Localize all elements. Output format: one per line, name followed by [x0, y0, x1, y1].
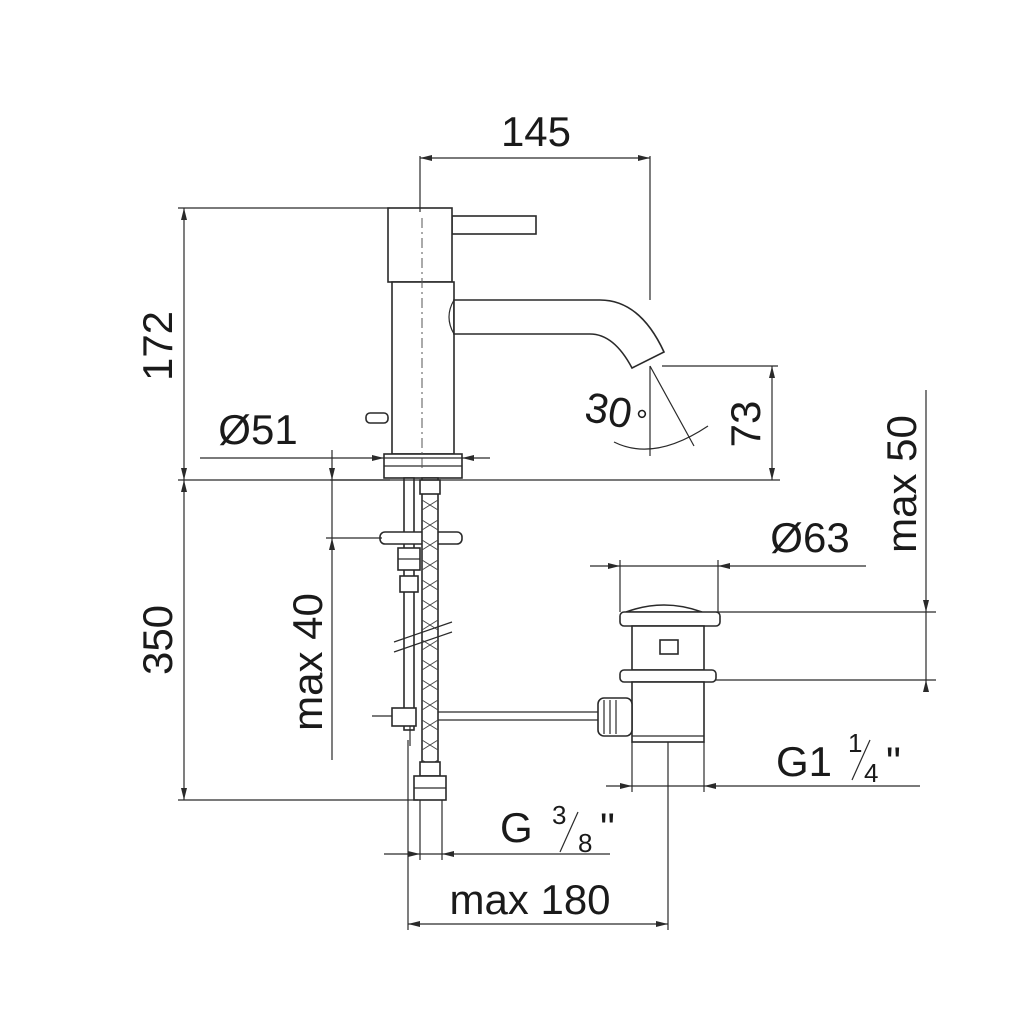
- dim-supply-thread: G 3 8 ": [500, 800, 615, 858]
- linkage-clamp: [391, 707, 417, 727]
- hose-top-fitting: [419, 479, 441, 495]
- fixing-washer: [379, 531, 463, 545]
- dimension-lines: [178, 155, 936, 930]
- svg-text:G1: G1: [776, 738, 832, 785]
- popup-rod-knob: [365, 412, 389, 424]
- svg-text:4: 4: [864, 758, 878, 788]
- dim-overall-height: 172: [134, 311, 181, 381]
- cartridge-housing: [387, 207, 453, 283]
- dim-base-diameter: Ø51: [218, 406, 297, 453]
- drain-linkage-fitting: [597, 697, 633, 737]
- dim-deck-thickness-max: max 50: [878, 415, 925, 553]
- svg-text:G: G: [500, 804, 533, 851]
- svg-text:8: 8: [578, 828, 592, 858]
- dim-spout-angle: 30°: [582, 383, 652, 440]
- svg-text:1: 1: [848, 728, 862, 758]
- svg-text:": ": [600, 804, 615, 851]
- spout: [453, 299, 666, 370]
- plug-cap: [625, 604, 703, 613]
- drain-locknut: [619, 669, 717, 683]
- dim-rod-length-max: max 180: [449, 876, 610, 923]
- dim-spout-reach: 145: [501, 108, 571, 155]
- body-column: [391, 281, 455, 455]
- dim-spout-clearance: 73: [722, 401, 769, 448]
- drain-assembly: [597, 604, 721, 743]
- under-deck-assembly: [372, 477, 598, 801]
- faucet-body: [365, 207, 666, 479]
- hose-connector: [419, 761, 441, 777]
- dim-supply-length: 350: [134, 605, 181, 675]
- dim-drain-thread: G1 1 4 ": [776, 728, 901, 788]
- stud-nut-lower: [399, 575, 419, 593]
- lever-handle: [451, 215, 537, 235]
- drain-slot: [659, 639, 679, 655]
- dim-drain-diameter: Ø63: [770, 514, 849, 561]
- drain-flange: [619, 611, 721, 627]
- svg-text:3: 3: [552, 800, 566, 830]
- threaded-stud: [403, 477, 415, 731]
- svg-text:": ": [886, 738, 901, 785]
- dim-counter-thickness-max: max 40: [284, 593, 331, 731]
- drain-tailpiece: [631, 681, 705, 743]
- dimension-labels: 145 172 Ø51 30° 73 max 50 Ø63 max 40 350…: [134, 108, 925, 923]
